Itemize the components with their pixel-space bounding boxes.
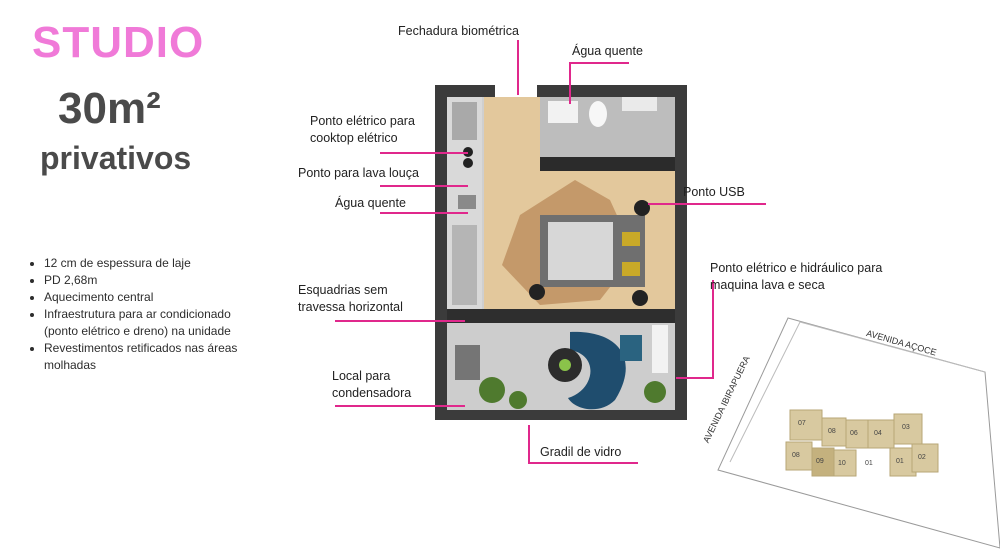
unit-label: 07 [798, 420, 806, 427]
callout-line [676, 377, 714, 379]
callout-esquadrias: Esquadrias sem travessa horizontal [298, 283, 403, 314]
plant [479, 377, 505, 403]
unit-label: 03 [902, 424, 910, 431]
unit-label: 08 [792, 452, 800, 459]
callout-line [380, 212, 468, 214]
callout-line [528, 462, 638, 464]
title-studio: STUDIO [32, 18, 205, 67]
callout-line [380, 152, 468, 154]
callout-agua-quente-top: Água quente [572, 44, 643, 58]
bike [455, 345, 480, 380]
callout-ponto-lava-louca: Ponto para lava louça [298, 166, 419, 180]
callout-line [335, 320, 465, 322]
callout-ponto-usb: Ponto USB [683, 185, 745, 199]
callout-line [517, 40, 519, 95]
callout-line [335, 405, 465, 407]
feature-item: Revestimentos retificados nas áreas molh… [44, 340, 264, 374]
title-area: 30m² [58, 84, 161, 133]
callout-line [528, 425, 530, 463]
callout-fechadura: Fechadura biométrica [398, 24, 519, 38]
title-privativos: privativos [40, 140, 192, 176]
entry-gap [495, 85, 537, 97]
callout-line [712, 280, 714, 378]
callout-ponto-cooktop: Ponto elétrico para cooktop elétrico [310, 114, 415, 145]
washer-space [652, 325, 668, 373]
unit-label: 09 [816, 458, 824, 465]
feature-item: Infraestrutura para ar condicionado (pon… [44, 306, 264, 340]
unit-label: 06 [850, 430, 858, 437]
callout-condensadora: Local para condensadora [332, 369, 412, 400]
unit-label: 08 [828, 428, 836, 435]
sliding-door [447, 309, 675, 323]
unit-label: 01 [896, 458, 904, 465]
sink-icon [458, 195, 476, 209]
sofa [568, 331, 626, 410]
callout-line [569, 62, 629, 64]
callout-line [380, 185, 468, 187]
callout-line [648, 203, 766, 205]
unit-label: 04 [874, 430, 882, 437]
building-units [785, 409, 939, 477]
unit-label: 10 [838, 460, 846, 467]
feature-list: 12 cm de espessura de laje PD 2,68m Aque… [20, 255, 264, 374]
unit-label: 01 [865, 460, 873, 467]
callout-gradil: Gradil de vidro [540, 445, 622, 459]
feature-item: PD 2,68m [44, 272, 264, 289]
callout-agua-quente-left: Água quente [335, 196, 406, 210]
callout-ponto-maquina: Ponto elétrico e hidráulico para maquina… [710, 261, 883, 292]
feature-item: 12 cm de espessura de laje [44, 255, 264, 272]
unit-label: 02 [918, 454, 926, 461]
callout-line [569, 62, 571, 104]
feature-item: Aquecimento central [44, 289, 264, 306]
